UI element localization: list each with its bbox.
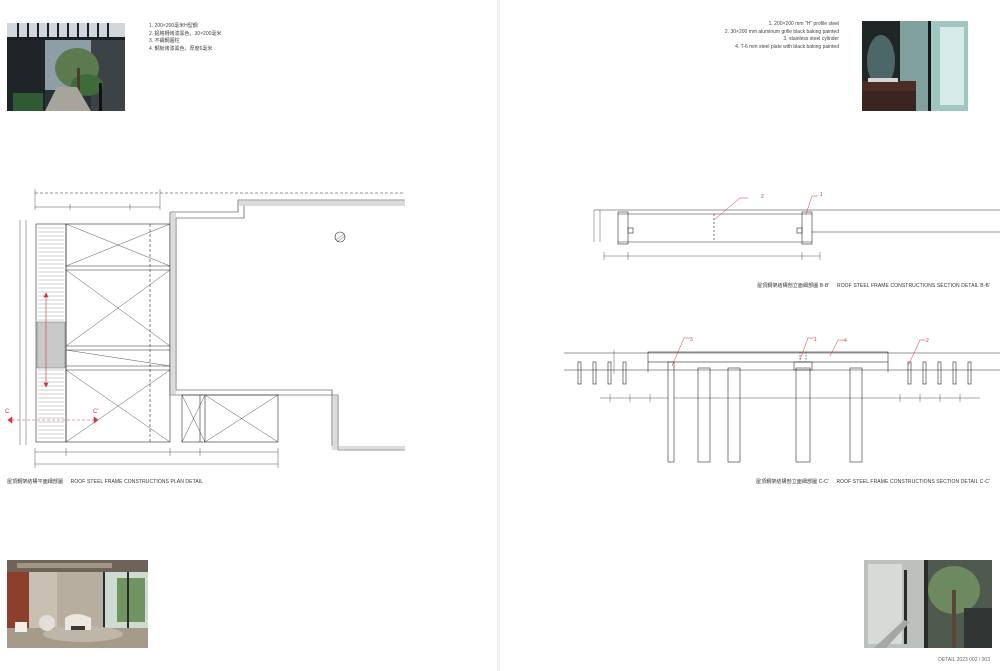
pergola-courtyard-photo: [7, 23, 125, 111]
callout-label: 2: [926, 338, 929, 344]
caption-zh: 屋頂鋼架結構剖立面細部圖 B-B': [757, 283, 830, 289]
chinese-material-notes: 1. 200×200毫米H型鋼 2. 鋁格柵烤漆黑色，30×200毫米 3. 不…: [149, 23, 221, 53]
page-folio: DETAIL 2023 002 / 003: [938, 657, 990, 663]
right-page: 1. 200×200 mm "H" profile steel 2. 30×20…: [500, 0, 1000, 671]
living-room-photo: [7, 560, 148, 648]
caption-zh: 屋頂鋼架結構平面細部圖: [7, 479, 64, 485]
roof-steel-frame-plan-drawing: C C': [5, 189, 405, 468]
caption-en: ROOF STEEL FRAME CONSTRUCTIONS SECTION D…: [836, 283, 990, 289]
callout-label: 4: [844, 338, 847, 344]
caption-en: ROOF STEEL FRAME CONSTRUCTIONS PLAN DETA…: [70, 479, 204, 485]
atrium-photo: [864, 560, 992, 648]
caption-en: ROOF STEEL FRAME CONSTRUCTIONS SECTION D…: [836, 479, 990, 485]
bathroom-photo: [862, 21, 968, 111]
note-item: 3. stainless steel cylinder: [783, 36, 839, 43]
section-marker-c: C: [5, 409, 10, 415]
note-item: 1. 200×200 mm "H" profile steel: [768, 21, 839, 27]
note-item: 4. T-6 mm steel plate with black baking …: [735, 43, 839, 50]
section-marker-c-prime: C': [93, 409, 98, 415]
book-spine: [497, 0, 500, 671]
callout-label: 2: [761, 194, 764, 200]
section-cc-drawing: 3 1 4 2: [564, 337, 1000, 463]
callout-label: 3: [690, 337, 693, 343]
section-bb-caption: 屋頂鋼架結構剖立面細部圖 B-B' ROOF STEEL FRAME CONST…: [757, 282, 990, 289]
english-material-notes: 1. 200×200 mm "H" profile steel 2. 30×20…: [725, 21, 839, 51]
note-item: 2. 30×200 mm aluminum grille black bakin…: [724, 28, 839, 35]
note-item: 1. 200×200毫米H型鋼: [149, 23, 198, 29]
caption-zh: 屋頂鋼架結構剖立面細部圖 C-C': [756, 479, 829, 485]
section-bb-drawing: 2 1: [593, 192, 1000, 260]
left-page: 1. 200×200毫米H型鋼 2. 鋁格柵烤漆黑色，30×200毫米 3. 不…: [0, 0, 497, 671]
plan-detail-caption: 屋頂鋼架結構平面細部圖 ROOF STEEL FRAME CONSTRUCTIO…: [7, 478, 203, 485]
note-item: 3. 不鏽鋼圓柱: [149, 38, 180, 45]
callout-label: 1: [820, 192, 823, 198]
section-cc-caption: 屋頂鋼架結構剖立面細部圖 C-C' ROOF STEEL FRAME CONST…: [756, 478, 990, 485]
note-item: 4. 鋼板烤漆黑色，厚度6毫米: [149, 45, 213, 52]
callout-label: 1: [814, 337, 817, 343]
note-item: 2. 鋁格柵烤漆黑色，30×200毫米: [149, 30, 222, 37]
